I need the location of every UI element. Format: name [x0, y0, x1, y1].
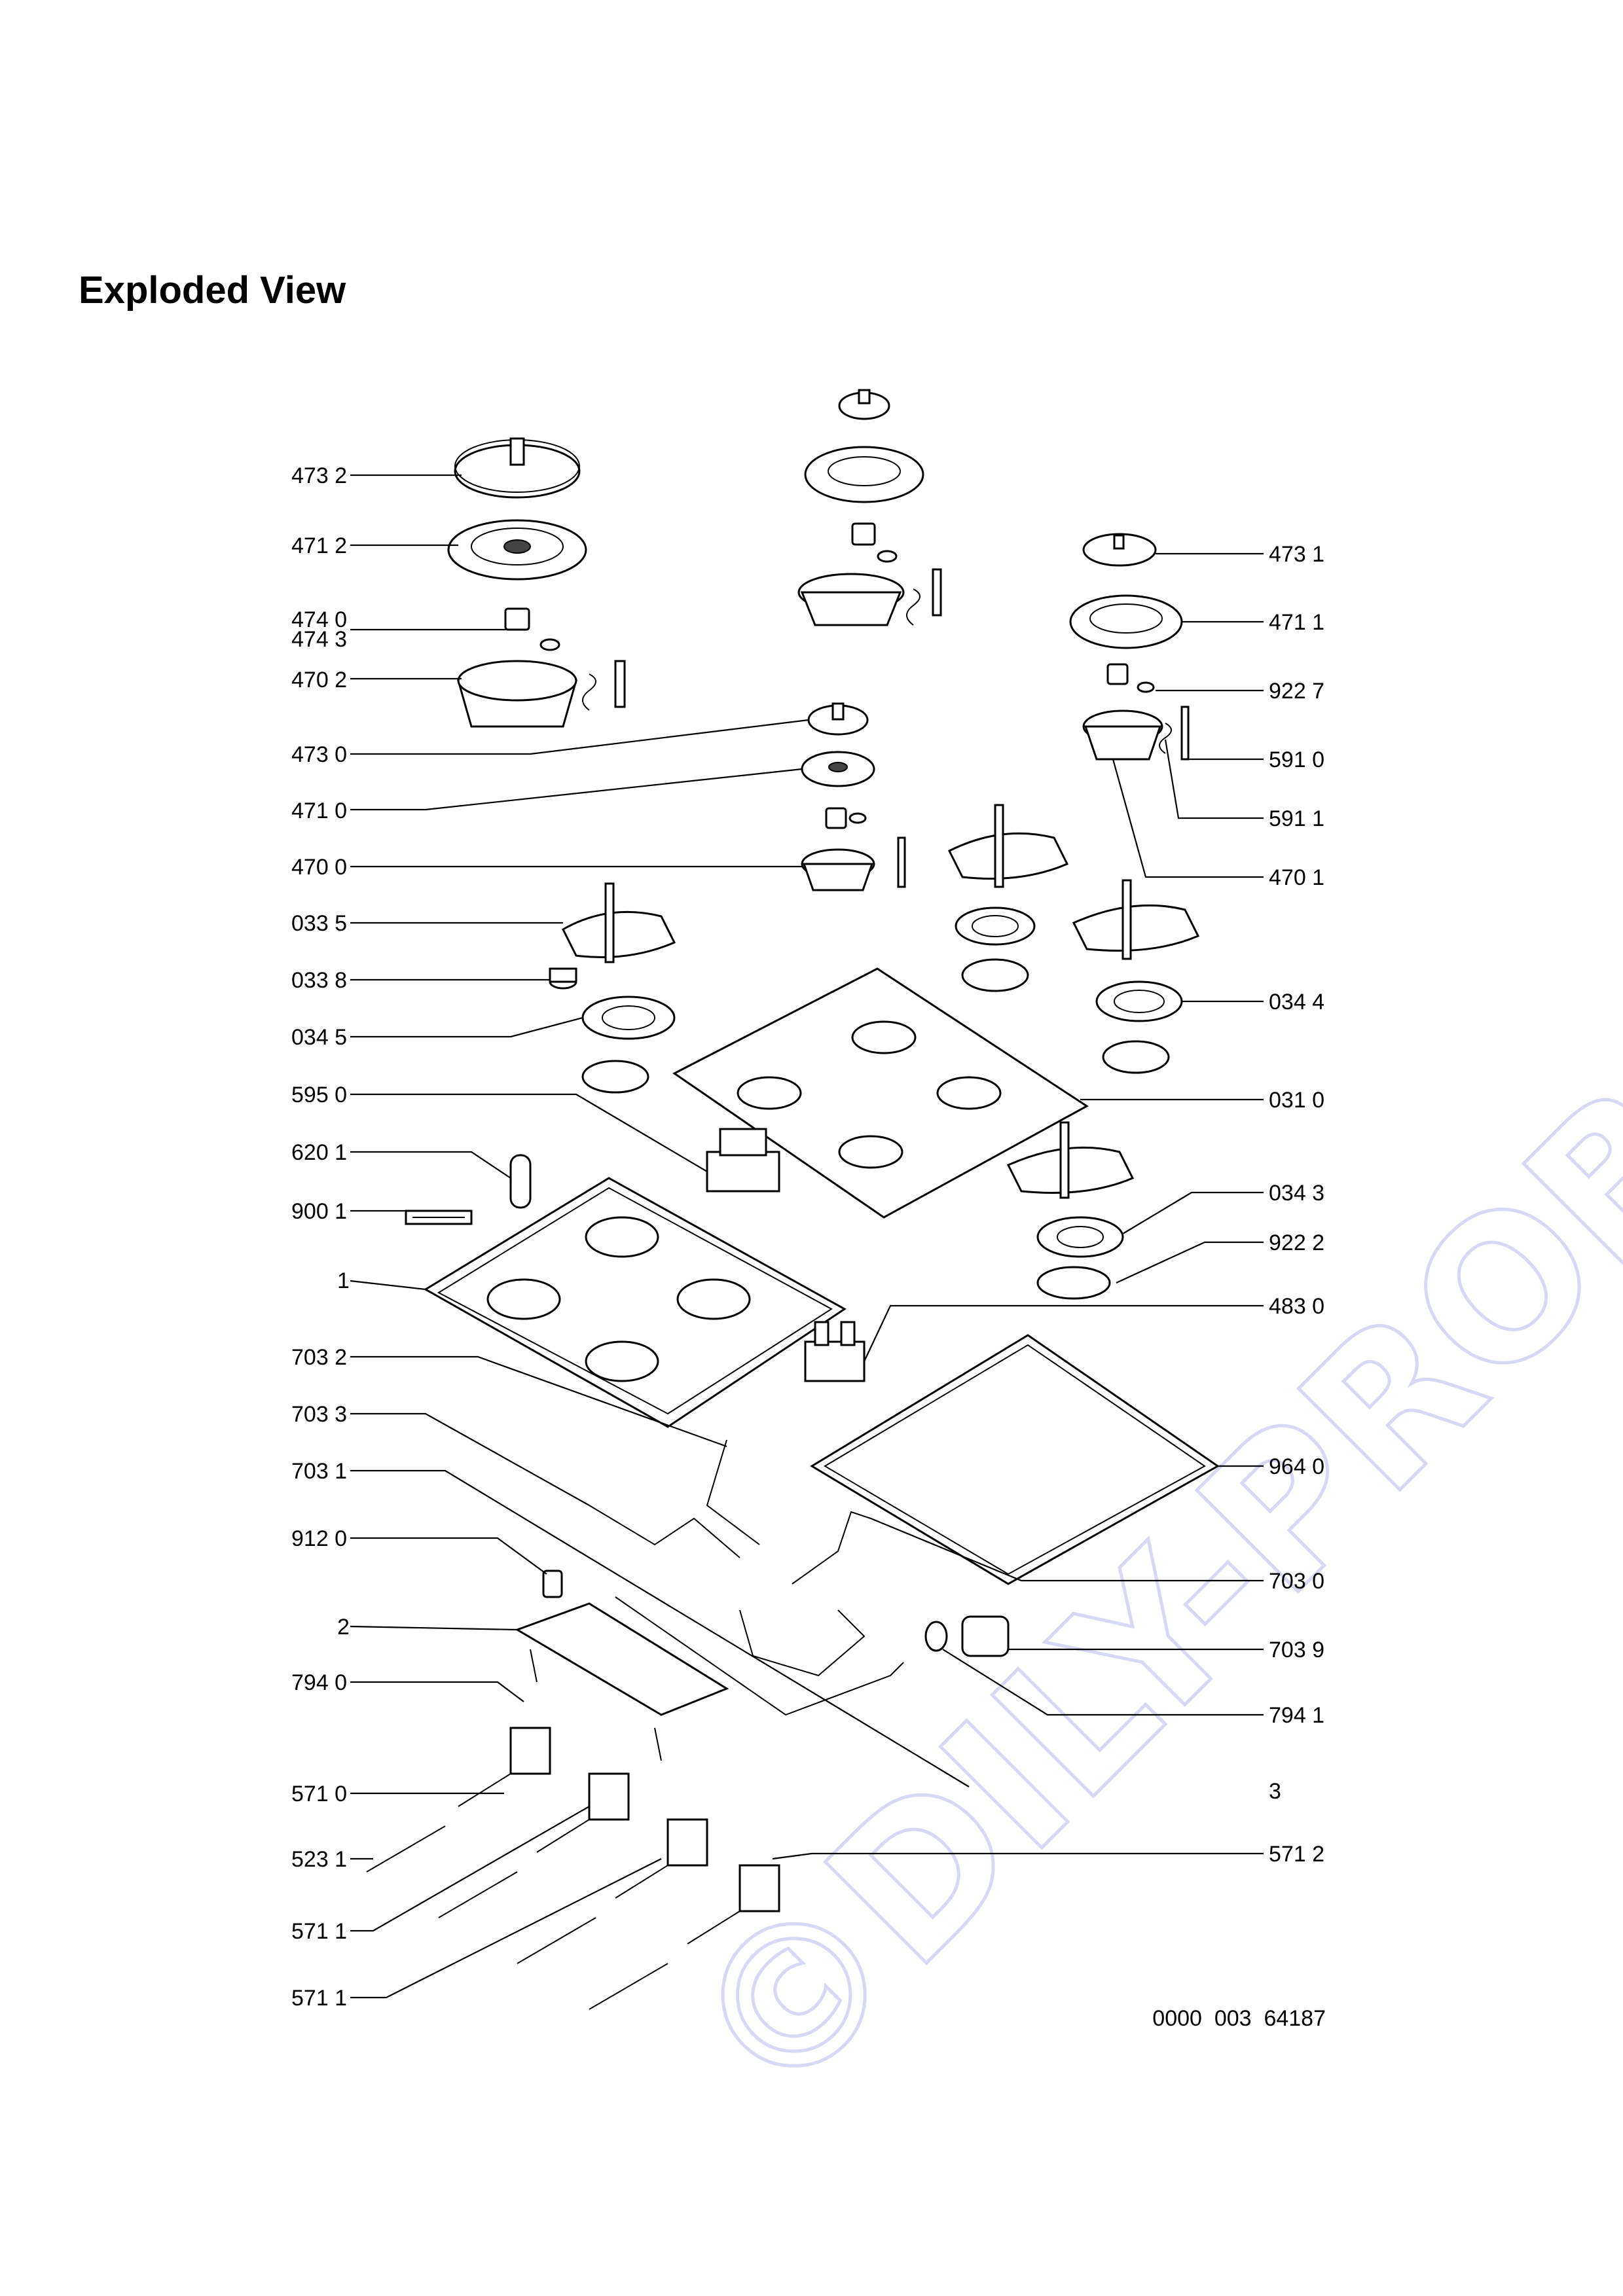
seal-gasket — [810, 1334, 1220, 1585]
burner-cap-top-left — [454, 437, 581, 499]
burner-base-mid-center — [801, 807, 906, 891]
label-703-3: 703 3 — [291, 1402, 347, 1427]
label-471-2: 471 2 — [291, 533, 347, 558]
leader-lines — [350, 474, 1264, 1999]
label-471-1: 471 1 — [1269, 610, 1324, 635]
label-473-1: 473 1 — [1269, 542, 1324, 567]
gas-pipes — [589, 1439, 904, 1716]
label-912-0: 912 0 — [291, 1526, 347, 1551]
gas-manifold — [515, 1602, 729, 1761]
label-483-0: 483 0 — [1269, 1294, 1324, 1319]
label-2: 2 — [337, 1615, 350, 1640]
label-033-5: 033 5 — [291, 911, 347, 936]
pan-support-right — [1072, 879, 1200, 960]
label-034-4: 034 4 — [1269, 990, 1324, 1014]
label-523-1: 523 1 — [291, 1847, 347, 1872]
spacer-tube — [509, 1154, 532, 1209]
label-591-0: 591 0 — [1269, 747, 1324, 772]
label-620-1: 620 1 — [291, 1140, 347, 1165]
label-922-7: 922 7 — [1269, 679, 1324, 704]
burner-base-top-left — [457, 607, 626, 728]
burner-base-top-right — [1082, 663, 1190, 761]
labels-left: 473 2 471 2 474 0 474 3 470 2 473 0 471 … — [291, 463, 350, 2011]
label-033-8: 033 8 — [291, 968, 347, 993]
label-470-0: 470 0 — [291, 855, 347, 880]
label-703-1: 703 1 — [291, 1459, 347, 1484]
drawing-number: 0000 003 64187 — [1152, 2006, 1326, 2031]
label-031-0: 031 0 — [1269, 1088, 1324, 1113]
pan-support-lower-right — [1006, 1121, 1135, 1199]
burner-crown-top-center — [804, 446, 924, 503]
burner-cap-top-center — [838, 389, 890, 420]
label-571-1-a: 571 1 — [291, 1919, 347, 1944]
label-703-2: 703 2 — [291, 1345, 347, 1370]
gas-valve-4 — [589, 1864, 780, 2010]
label-473-0: 473 0 — [291, 742, 347, 767]
label-794-1: 794 1 — [1269, 1703, 1324, 1728]
ignition-transformer — [706, 1128, 780, 1193]
label-474-3: 474 3 — [291, 627, 347, 652]
label-964-0: 964 0 — [1269, 1454, 1324, 1479]
burner-base-top-center — [797, 522, 942, 626]
label-470-2: 470 2 — [291, 668, 347, 692]
gas-valve-1 — [366, 1727, 551, 1873]
terminal-block — [804, 1321, 866, 1382]
label-922-2: 922 2 — [1269, 1230, 1324, 1255]
labels-right: 473 1 471 1 922 7 591 0 591 1 470 1 034 … — [1269, 542, 1324, 1867]
label-595-0: 595 0 — [291, 1083, 347, 1107]
burner-crown-top-right — [1069, 594, 1183, 649]
base-tray — [424, 1177, 847, 1428]
label-571-1-b: 571 1 — [291, 1986, 347, 2011]
label-1: 1 — [337, 1268, 350, 1293]
hob-top-plate — [672, 967, 1089, 1219]
label-473-2: 473 2 — [291, 463, 347, 488]
pan-support-left — [562, 882, 676, 963]
label-900-1: 900 1 — [291, 1199, 347, 1224]
gas-valve-3 — [517, 1818, 708, 1964]
label-3: 3 — [1269, 1779, 1281, 1804]
label-034-3: 034 3 — [1269, 1181, 1324, 1206]
page-title: Exploded View — [79, 269, 346, 312]
gas-valve-2 — [438, 1772, 630, 1918]
knob-small — [549, 967, 577, 990]
label-571-2: 571 2 — [1269, 1842, 1324, 1867]
label-703-0: 703 0 — [1269, 1569, 1324, 1594]
pan-support-center — [947, 804, 1069, 888]
bracket-clip — [405, 1210, 473, 1225]
burner-cap-mid-center — [807, 702, 869, 736]
label-703-9: 703 9 — [1269, 1638, 1324, 1662]
label-571-0: 571 0 — [291, 1782, 347, 1806]
injector-nozzle — [542, 1570, 563, 1598]
label-591-1: 591 1 — [1269, 806, 1324, 831]
label-474-0: 474 0 — [291, 607, 347, 632]
burner-cap-top-right — [1082, 533, 1157, 567]
label-470-1: 470 1 — [1269, 865, 1324, 890]
gas-inlet-elbow — [924, 1615, 1010, 1657]
label-034-5: 034 5 — [291, 1025, 347, 1050]
burner-crown-top-left — [447, 519, 587, 581]
trim-rings — [581, 906, 1183, 1300]
burner-crown-mid-center — [801, 751, 875, 787]
label-794-0: 794 0 — [291, 1670, 347, 1695]
label-471-0: 471 0 — [291, 798, 347, 823]
